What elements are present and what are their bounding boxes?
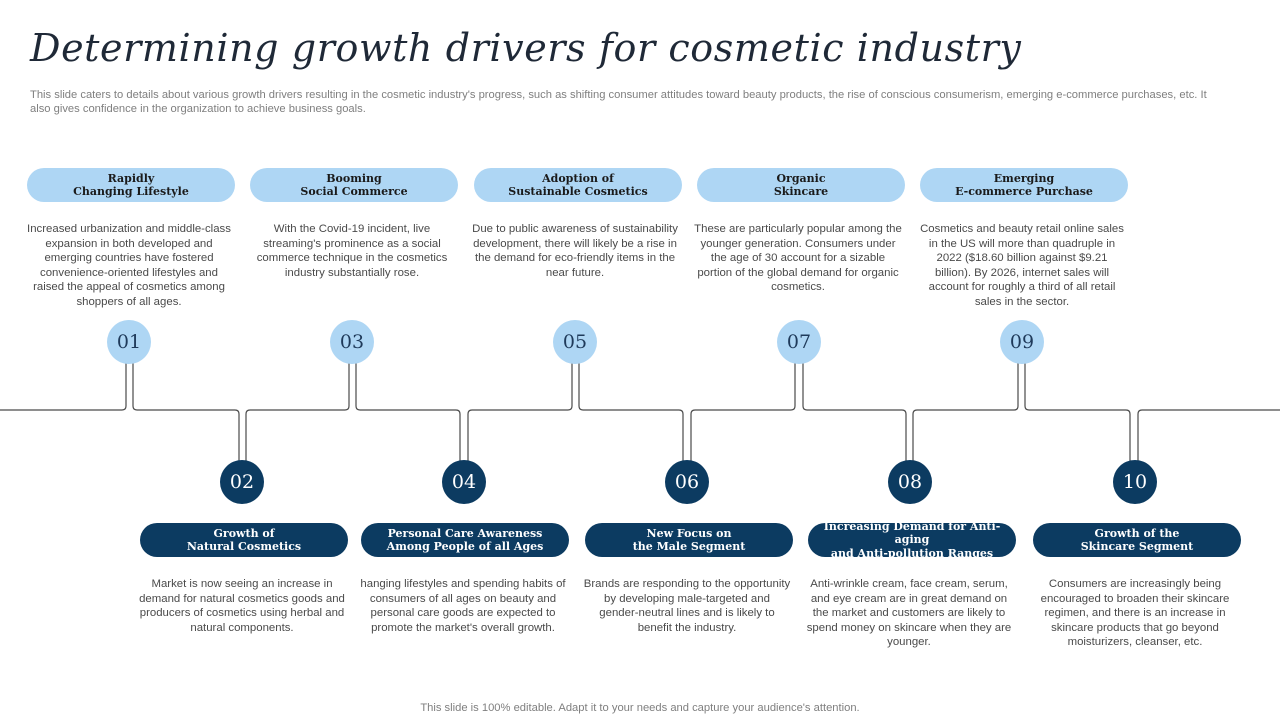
driver-label-09: Emerging E-commerce Purchase <box>920 168 1128 202</box>
driver-description-03: With the Covid-19 incident, live streami… <box>256 223 448 279</box>
driver-description-04: hanging lifestyles and spending habits o… <box>360 578 566 634</box>
driver-number-01: 01 <box>107 320 151 364</box>
driver-label-07: Organic Skincare <box>697 168 905 202</box>
driver-label-06: New Focus on the Male Segment <box>585 523 793 557</box>
driver-description-09: Cosmetics and beauty retail online sales… <box>920 223 1124 308</box>
driver-number-06: 06 <box>665 460 709 504</box>
driver-label-10: Growth of the Skincare Segment <box>1033 523 1241 557</box>
driver-label-02: Growth of Natural Cosmetics <box>140 523 348 557</box>
driver-description-05: Due to public awareness of sustainabilit… <box>472 223 678 279</box>
driver-label-01: Rapidly Changing Lifestyle <box>27 168 235 202</box>
driver-number-03: 03 <box>330 320 374 364</box>
driver-number-02: 02 <box>220 460 264 504</box>
driver-label-05: Adoption of Sustainable Cosmetics <box>474 168 682 202</box>
driver-number-08: 08 <box>888 460 932 504</box>
page-subtitle: This slide caters to details about vario… <box>30 89 1207 115</box>
driver-label-08: Increasing Demand for Anti-aging and Ant… <box>808 520 1016 560</box>
driver-number-07: 07 <box>777 320 821 364</box>
driver-number-04: 04 <box>442 460 486 504</box>
driver-number-05: 05 <box>553 320 597 364</box>
driver-number-10: 10 <box>1113 460 1157 504</box>
driver-label-03: Booming Social Commerce <box>250 168 458 202</box>
driver-description-07: These are particularly popular among the… <box>694 223 902 293</box>
driver-description-08: Anti-wrinkle cream, face cream, serum, a… <box>806 578 1012 648</box>
page-title: Determining growth drivers for cosmetic … <box>30 26 1022 70</box>
driver-label-04: Personal Care Awareness Among People of … <box>361 523 569 557</box>
driver-description-01: Increased urbanization and middle-class … <box>27 223 231 308</box>
footer-note: This slide is 100% editable. Adapt it to… <box>420 702 860 714</box>
driver-description-02: Market is now seeing an increase in dema… <box>139 578 345 634</box>
driver-description-10: Consumers are increasingly being encoura… <box>1040 578 1230 648</box>
driver-description-06: Brands are responding to the opportunity… <box>583 578 791 634</box>
driver-number-09: 09 <box>1000 320 1044 364</box>
